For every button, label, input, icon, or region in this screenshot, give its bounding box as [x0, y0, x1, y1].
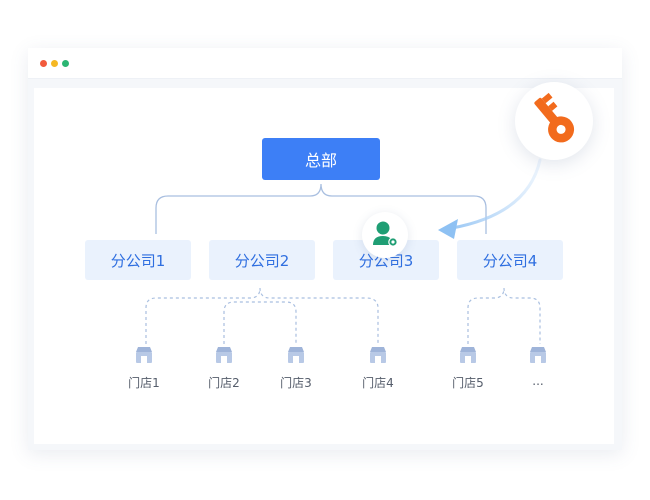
store-node-2[interactable]: 门店2 [194, 345, 254, 395]
window-titlebar [28, 48, 622, 79]
window-maximize-dot[interactable] [62, 60, 69, 67]
store-label: 门店4 [362, 376, 394, 390]
store-icon [460, 347, 476, 363]
store-label: ... [532, 374, 544, 388]
store-label: 门店3 [280, 376, 312, 390]
store-node-4[interactable]: 门店4 [348, 345, 408, 395]
store-icon [530, 347, 546, 363]
store-icon [136, 347, 152, 363]
store-node-3[interactable]: 门店3 [266, 345, 326, 395]
window-close-dot[interactable] [40, 60, 47, 67]
store-label: 门店5 [452, 376, 484, 390]
key-icon [534, 92, 575, 143]
branch-node-4[interactable]: 分公司4 [457, 240, 563, 280]
store-node-more[interactable]: ... [508, 345, 568, 395]
headquarters-node[interactable]: 总部 [262, 138, 380, 180]
store-node-5[interactable]: 门店5 [438, 345, 498, 395]
window-minimize-dot[interactable] [51, 60, 58, 67]
user-admin-badge [362, 212, 408, 258]
store-label: 门店2 [208, 376, 240, 390]
store-label: 门店1 [128, 376, 160, 390]
branch-node-1[interactable]: 分公司1 [85, 240, 191, 280]
user-settings-icon [373, 221, 398, 247]
store-icon [216, 347, 232, 363]
key-badge [515, 82, 593, 160]
branch-node-2[interactable]: 分公司2 [209, 240, 315, 280]
store-icon [288, 347, 304, 363]
store-icon [370, 347, 386, 363]
store-node-1[interactable]: 门店1 [114, 345, 174, 395]
